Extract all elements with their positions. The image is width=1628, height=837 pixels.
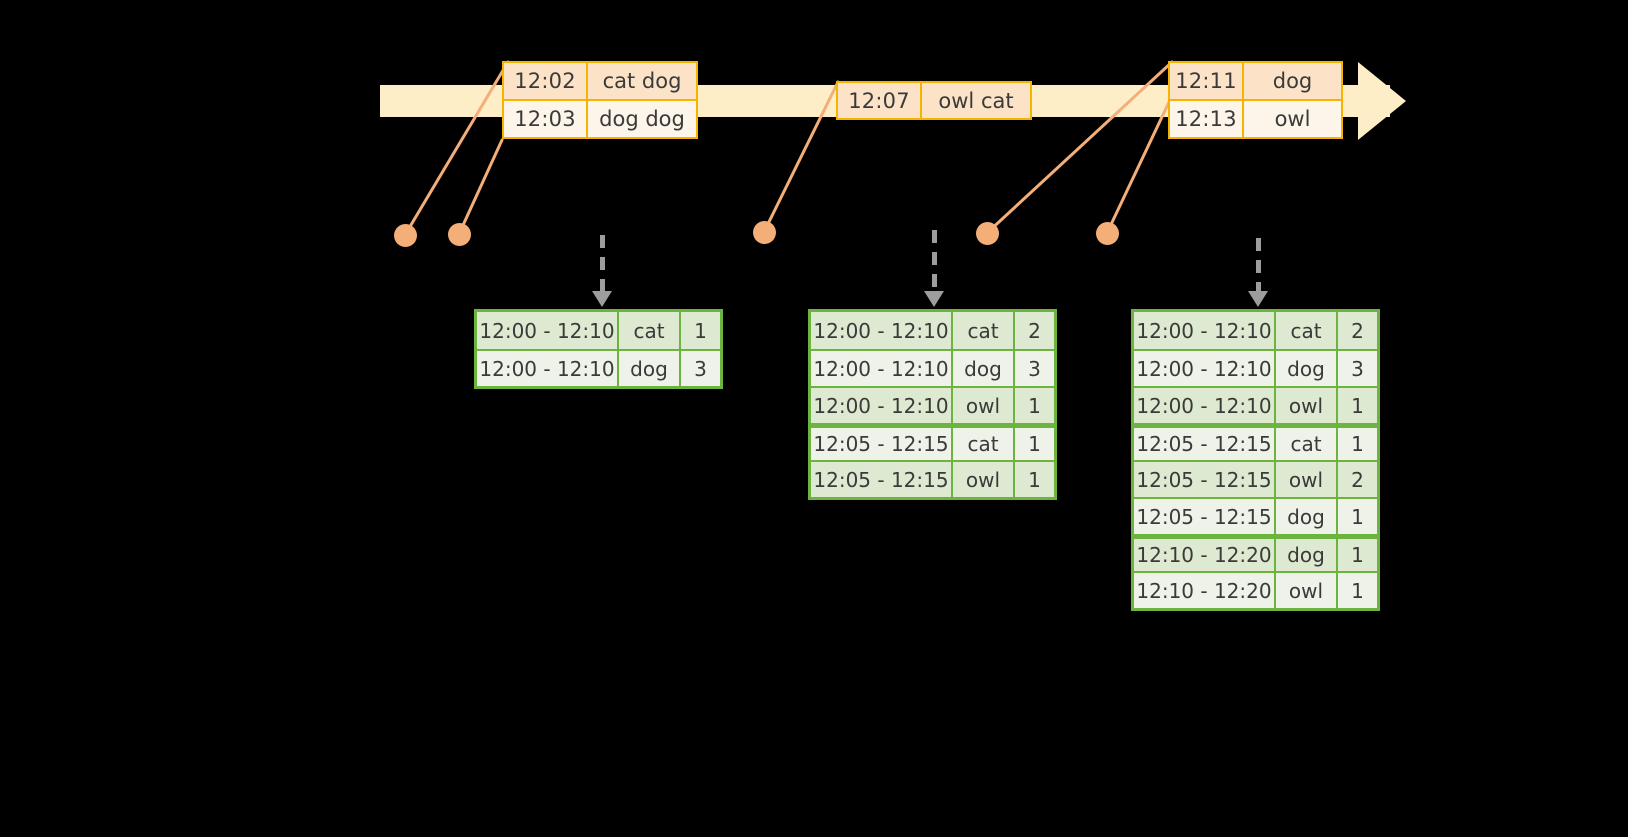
key-cell: cat bbox=[1276, 428, 1338, 460]
event-time: 12:03 bbox=[504, 101, 588, 137]
window-cell: 12:10 - 12:20 bbox=[1134, 539, 1276, 571]
window-cell: 12:00 - 12:10 bbox=[1134, 351, 1276, 386]
emit-arrow-1-shaft bbox=[600, 235, 605, 291]
connector-line-2 bbox=[457, 138, 504, 236]
key-cell: dog bbox=[1276, 499, 1338, 534]
event-value: cat dog bbox=[602, 69, 682, 93]
count-cell: 2 bbox=[1338, 312, 1377, 349]
window-cell: 12:05 - 12:15 bbox=[1134, 428, 1276, 460]
event-value: dog dog bbox=[599, 107, 685, 131]
window-cell: 12:00 - 12:10 bbox=[477, 351, 619, 386]
event-value: owl bbox=[1274, 107, 1311, 131]
connector-line-5 bbox=[1105, 98, 1172, 235]
emit-arrow-3-head bbox=[1248, 291, 1268, 307]
event-time: 12:13 bbox=[1170, 101, 1244, 137]
event-marker-1 bbox=[394, 224, 417, 247]
event-marker-5 bbox=[1096, 222, 1119, 245]
emit-arrow-2 bbox=[924, 230, 944, 307]
count-cell: 1 bbox=[1015, 388, 1054, 423]
timeline-event-row: 12:02 cat dog bbox=[504, 63, 696, 99]
count-cell: 2 bbox=[1338, 462, 1377, 497]
event-time: 12:11 bbox=[1170, 63, 1244, 99]
window-cell: 12:05 - 12:15 bbox=[1134, 462, 1276, 497]
key-cell: owl bbox=[953, 462, 1015, 497]
key-cell: cat bbox=[953, 428, 1015, 460]
timeline-event-box-3[interactable]: 12:11 dog 12:13 owl bbox=[1168, 61, 1343, 139]
key-cell: owl bbox=[1276, 573, 1338, 608]
timeline-event-row: 12:07 owl cat bbox=[838, 83, 1030, 118]
key-cell: cat bbox=[619, 312, 681, 349]
emit-arrow-2-head bbox=[924, 291, 944, 307]
window-cell: 12:05 - 12:15 bbox=[811, 428, 953, 460]
timeline-event-row: 12:03 dog dog bbox=[504, 99, 696, 137]
count-cell: 1 bbox=[1338, 428, 1377, 460]
event-time: 12:07 bbox=[838, 83, 922, 118]
timeline-event-box-1[interactable]: 12:02 cat dog 12:03 dog dog bbox=[502, 61, 698, 139]
count-cell: 3 bbox=[1338, 351, 1377, 386]
key-cell: owl bbox=[953, 388, 1015, 423]
window-cell: 12:10 - 12:20 bbox=[1134, 573, 1276, 608]
timeline-event-row: 12:13 owl bbox=[1170, 99, 1341, 137]
window-cell: 12:00 - 12:10 bbox=[477, 312, 619, 349]
key-cell: dog bbox=[1276, 539, 1338, 571]
event-value: dog bbox=[1272, 69, 1313, 93]
window-cell: 12:00 - 12:10 bbox=[1134, 388, 1276, 423]
window-cell: 12:05 - 12:15 bbox=[811, 462, 953, 497]
count-cell: 1 bbox=[1338, 539, 1377, 571]
key-cell: cat bbox=[953, 312, 1015, 349]
count-cell: 3 bbox=[681, 351, 720, 386]
key-cell: owl bbox=[1276, 462, 1338, 497]
window-cell: 12:00 - 12:10 bbox=[811, 351, 953, 386]
timeline-arrow-head bbox=[1358, 62, 1406, 140]
key-cell: dog bbox=[619, 351, 681, 386]
key-cell: cat bbox=[1276, 312, 1338, 349]
count-cell: 1 bbox=[1338, 388, 1377, 423]
window-cell: 12:05 - 12:15 bbox=[1134, 499, 1276, 534]
event-marker-2 bbox=[448, 223, 471, 246]
timeline-event-row: 12:11 dog bbox=[1170, 63, 1341, 99]
key-cell: dog bbox=[1276, 351, 1338, 386]
count-cell: 1 bbox=[1015, 462, 1054, 497]
event-time: 12:02 bbox=[504, 63, 588, 99]
emit-arrow-2-shaft bbox=[932, 230, 937, 291]
count-cell: 1 bbox=[1015, 428, 1054, 460]
window-cell: 12:00 - 12:10 bbox=[811, 312, 953, 349]
emit-arrow-1-head bbox=[592, 291, 612, 307]
emit-arrow-3 bbox=[1248, 238, 1268, 307]
key-cell: dog bbox=[953, 351, 1015, 386]
event-marker-4 bbox=[976, 222, 999, 245]
count-cell: 1 bbox=[1338, 573, 1377, 608]
event-marker-3 bbox=[753, 221, 776, 244]
count-cell: 3 bbox=[1015, 351, 1054, 386]
emit-arrow-1 bbox=[592, 235, 612, 307]
count-cell: 2 bbox=[1015, 312, 1054, 349]
key-cell: owl bbox=[1276, 388, 1338, 423]
count-cell: 1 bbox=[1338, 499, 1377, 534]
count-cell: 1 bbox=[681, 312, 720, 349]
event-value: owl cat bbox=[938, 88, 1014, 113]
window-cell: 12:00 - 12:10 bbox=[811, 388, 953, 423]
emit-arrow-3-shaft bbox=[1256, 238, 1261, 291]
window-cell: 12:00 - 12:10 bbox=[1134, 312, 1276, 349]
timeline-event-box-2[interactable]: 12:07 owl cat bbox=[836, 81, 1032, 120]
